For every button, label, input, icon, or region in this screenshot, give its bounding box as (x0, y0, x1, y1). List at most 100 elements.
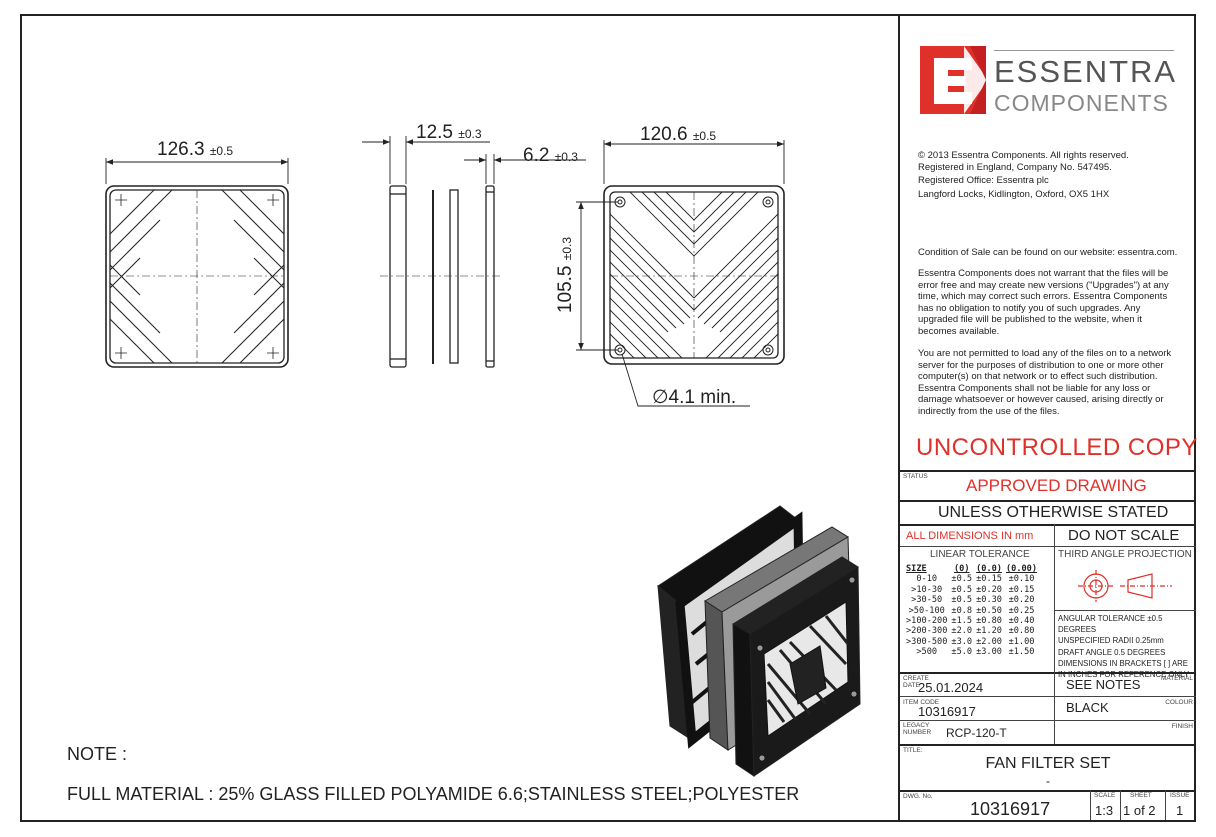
dim-hole-spacing-tol: ±0.3 (560, 236, 574, 261)
tol-cell: >50-100 (908, 605, 945, 616)
tol-cell: ±0.30 (976, 595, 1002, 606)
drawing-title: FAN FILTER SET (985, 755, 1111, 772)
tol-cell: ±0.20 (976, 584, 1002, 595)
colour-value: BLACK (1066, 700, 1109, 715)
dim-grill-width: 120.6 ±0.5 (640, 124, 716, 146)
dwg-number: 10316917 (970, 799, 1051, 819)
tol-header: SIZE (906, 564, 927, 574)
tol-cell: ±5.0 (951, 647, 973, 658)
dim-hole-spacing: 105.5 ±0.3 (555, 215, 577, 335)
tb-divider (900, 524, 1196, 526)
unless-otherwise-stated: UNLESS OTHERWISE STATED (938, 504, 1169, 521)
tol-cell: >10-30 (911, 584, 943, 595)
tb-divider (900, 500, 1196, 502)
tol-cell: ±3.0 (951, 636, 973, 647)
copyright-line: Registered in England, Company No. 54749… (918, 161, 1112, 173)
tol-cell: ±0.25 (1008, 605, 1035, 616)
tolerance-row: >500±5.0±3.00±1.50 (904, 647, 1039, 657)
issue-value: 1 (1176, 803, 1184, 818)
general-note: DIMENSIONS IN BRACKETS [ ] ARE (1058, 658, 1188, 668)
item-code: 10316917 (918, 704, 976, 719)
condition-of-sale: Condition of Sale can be found on our we… (918, 247, 1178, 258)
uncontrolled-copy: UNCONTROLLED COPY (916, 434, 1198, 461)
tol-cell: >100-200 (906, 616, 948, 627)
linear-tolerance-label: LINEAR TOLERANCE (930, 549, 1030, 560)
scale-value: 1:3 (1095, 803, 1114, 818)
legacy-label: LEGACY NUMBER (903, 722, 932, 736)
tolerance-row: 0-10±0.5±0.15±0.10 (904, 574, 1039, 584)
item-code-label: ITEM CODE (903, 699, 940, 706)
tolerance-row: >100-200±1.5±0.80±0.40 (904, 616, 1039, 626)
permission-line: server for the purposes of distribution … (918, 359, 1164, 371)
logo-rule (994, 50, 1174, 51)
copyright-line: © 2013 Essentra Components. All rights r… (918, 150, 1129, 161)
general-note: UNSPECIFIED RADII 0.25mm (1058, 636, 1164, 646)
third-angle-label: THIRD ANGLE PROJECTION (1058, 549, 1192, 560)
sheet-label: SHEET (1130, 792, 1152, 799)
warranty-line: upgraded file will be published to the w… (918, 314, 1142, 325)
logo-components: COMPONENTS (994, 90, 1169, 116)
tol-cell: ±0.5 (951, 584, 973, 595)
warranty-line: becomes available. (918, 325, 1000, 337)
dim-side-total-tol: ±0.3 (458, 127, 482, 141)
permission-line: computer(s) on that network or to effect… (918, 371, 1158, 382)
all-dimensions-mm: ALL DIMENSIONS IN mm (906, 530, 1034, 542)
tb-vdivider (1054, 672, 1055, 744)
sheet-value: 1 of 2 (1123, 803, 1156, 818)
logo-essentra: ESSENTRA (994, 54, 1178, 89)
grill-view (603, 185, 785, 365)
general-note: IN INCHES FOR REFERENCE ONLY (1058, 670, 1190, 680)
side-view (380, 185, 500, 368)
tol-cell: ±1.5 (951, 616, 973, 627)
create-date-label: CREATE DATE (903, 675, 929, 689)
tb-divider (900, 790, 1196, 792)
scale-label: SCALE (1094, 792, 1116, 799)
essentra-logo-icon (920, 46, 988, 114)
tol-cell: ±0.15 (1008, 584, 1035, 595)
tolerance-row: >10-30 ±0.5±0.20 ±0.15 (904, 585, 1039, 595)
tol-cell: ±0.10 (1008, 574, 1035, 585)
tolerance-row: >300-500±3.0±2.00±1.00 (904, 637, 1039, 647)
dim-side-grill-value: 6.2 (523, 145, 550, 166)
title-label: TITLE: (903, 747, 923, 754)
create-date: 25.01.2024 (918, 680, 984, 695)
warranty-line: time, which may correct such errors. Ess… (918, 291, 1168, 302)
warranty-line: error free and may create new versions (… (918, 279, 1169, 291)
tb-divider (900, 470, 1196, 472)
tb-vdivider (1054, 524, 1055, 672)
tol-cell: ±0.80 (1008, 626, 1035, 637)
tol-cell: >500 (916, 647, 938, 658)
tolerance-row: >200-300±2.0±1.20±0.80 (904, 626, 1039, 636)
permission-line: Essentra Components shall not be liable … (918, 382, 1151, 394)
tol-cell: ±1.50 (1008, 647, 1035, 658)
tol-cell: >200-300 (906, 626, 948, 637)
dim-front-width-tol: ±0.5 (209, 144, 234, 158)
dwg-no-label: DWG. No. (903, 793, 933, 800)
tolerance-header-row: SIZE (0) (0.0) (0.00) (904, 564, 1039, 574)
dim-side-grill-tol: ±0.3 (554, 150, 578, 164)
tolerance-row: >30-50±0.5±0.30±0.20 (904, 595, 1039, 605)
tb-divider (900, 696, 1196, 697)
drawing-title-sub: - (1046, 774, 1050, 788)
isometric-view (657, 505, 861, 777)
tol-cell: ±1.20 (976, 626, 1002, 637)
technical-drawing (105, 136, 861, 777)
dim-front-width-value: 126.3 (157, 139, 205, 160)
tol-cell: ±0.20 (1008, 595, 1035, 606)
dim-grill-width-tol: ±0.5 (692, 129, 717, 143)
tol-cell: 0-10 (916, 574, 938, 585)
colour-label: COLOUR (1165, 699, 1193, 706)
tol-header: (0.0) (976, 564, 1002, 574)
general-note: DRAFT ANGLE 0.5 DEGREES (1058, 647, 1166, 657)
dim-side-total: 12.5 ±0.3 (416, 122, 482, 144)
tb-vdivider (1120, 790, 1121, 820)
tol-header: (0.00) (1005, 564, 1038, 574)
note-material: FULL MATERIAL : 25% GLASS FILLED POLYAMI… (67, 784, 800, 804)
tol-cell: ±0.40 (1008, 616, 1035, 627)
status-label: STATUS (903, 473, 928, 480)
permission-line: You are not permitted to load any of the… (918, 348, 1172, 359)
front-view (105, 185, 289, 368)
permission-text: You are not permitted to load any of the… (918, 348, 1171, 417)
dim-hole-spacing-value: 105.5 (555, 265, 576, 314)
tb-divider (900, 546, 1196, 547)
